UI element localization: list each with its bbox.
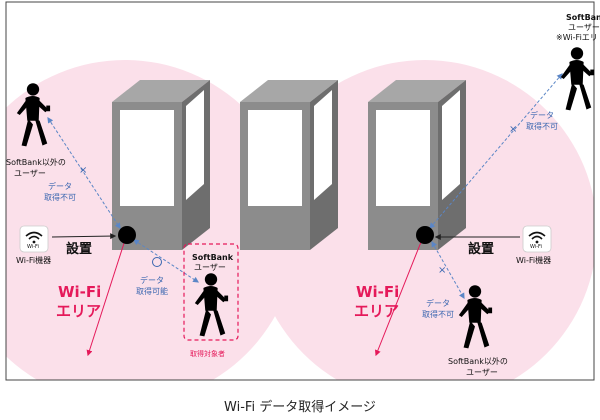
right-user-note: ※Wi-Fiエリ [556, 33, 598, 42]
right-non-user-label-2: ユーザー [466, 368, 498, 377]
left-ok-data-label-1: データ [140, 275, 164, 285]
diagram-frame [5, 1, 595, 381]
left-circle-mark-icon [152, 257, 162, 267]
right-device-tag: Wi-Fi [530, 244, 542, 250]
left-area-label-1: Wi-Fi [58, 283, 101, 301]
right-user-label-2: ユーザー [568, 23, 600, 32]
left-no-data-arrow [47, 116, 121, 230]
right-range-arrow [374, 236, 424, 357]
diagram-caption: Wi-Fi データ取得イメージ [224, 400, 376, 415]
signage-kiosk-right [368, 80, 466, 250]
right-install-label: 設置 [468, 241, 494, 257]
right-no-data-bottom-arrow [431, 240, 465, 300]
left-area-label-2: エリア [56, 302, 101, 320]
right-cross-mark-top-icon: × [509, 124, 517, 135]
right-area-label-1: Wi-Fi [356, 283, 399, 301]
left-beacon-device-icon [118, 226, 136, 244]
right-no-data-bottom-label-1: データ [426, 298, 450, 308]
right-softbank-user-person-icon [560, 47, 595, 111]
left-circle-mark-text: ○ [0, 0, 1, 1]
right-no-data-bottom-label-2: 取得不可 [422, 309, 454, 319]
right-no-data-top-arrow [429, 73, 563, 229]
right-no-data-top-label-1: データ [530, 110, 554, 120]
left-install-label: 設置 [66, 241, 92, 257]
right-non-user-label-1: SoftBank以外の [448, 356, 508, 366]
right-no-data-top-label-2: 取得不可 [526, 121, 558, 131]
left-install-line [51, 233, 117, 240]
right-cross-mark-bottom-icon: × [438, 265, 446, 276]
left-device-label: Wi-Fi機器 [16, 255, 51, 265]
target-person-label: 取得対象者 [190, 349, 225, 358]
signage-kiosk-left [112, 80, 210, 250]
right-area-label-2: エリア [354, 302, 399, 320]
signage-kiosk-center [240, 80, 338, 250]
left-ok-data-label-2: 取得可能 [136, 286, 168, 296]
left-cross-mark-icon: × [79, 165, 87, 176]
left-non-user-label-2: ユーザー [14, 169, 46, 178]
left-user-label-1: SoftBank [192, 253, 234, 262]
left-non-user-label-1: SoftBank以外の [6, 157, 66, 167]
left-ok-data-arrow [132, 239, 200, 283]
wifi-diagram: SoftBank以外の ユーザー データ 取得不可 × 設置 Wi-Fi Wi-… [0, 0, 600, 381]
left-no-data-label-1: データ [48, 181, 72, 191]
left-device-tag: Wi-Fi [27, 244, 39, 250]
target-person-box [183, 243, 239, 341]
left-wifi-router-icon [19, 225, 49, 253]
right-beacon-device-icon [416, 226, 434, 244]
left-no-data-label-2: 取得不可 [44, 192, 76, 202]
left-range-arrow [86, 236, 127, 357]
right-user-label-1: SoftBank [566, 13, 600, 22]
right-wifi-router-icon [522, 225, 552, 253]
left-user-label-2: ユーザー [194, 263, 226, 272]
right-device-label: Wi-Fi機器 [516, 255, 551, 265]
